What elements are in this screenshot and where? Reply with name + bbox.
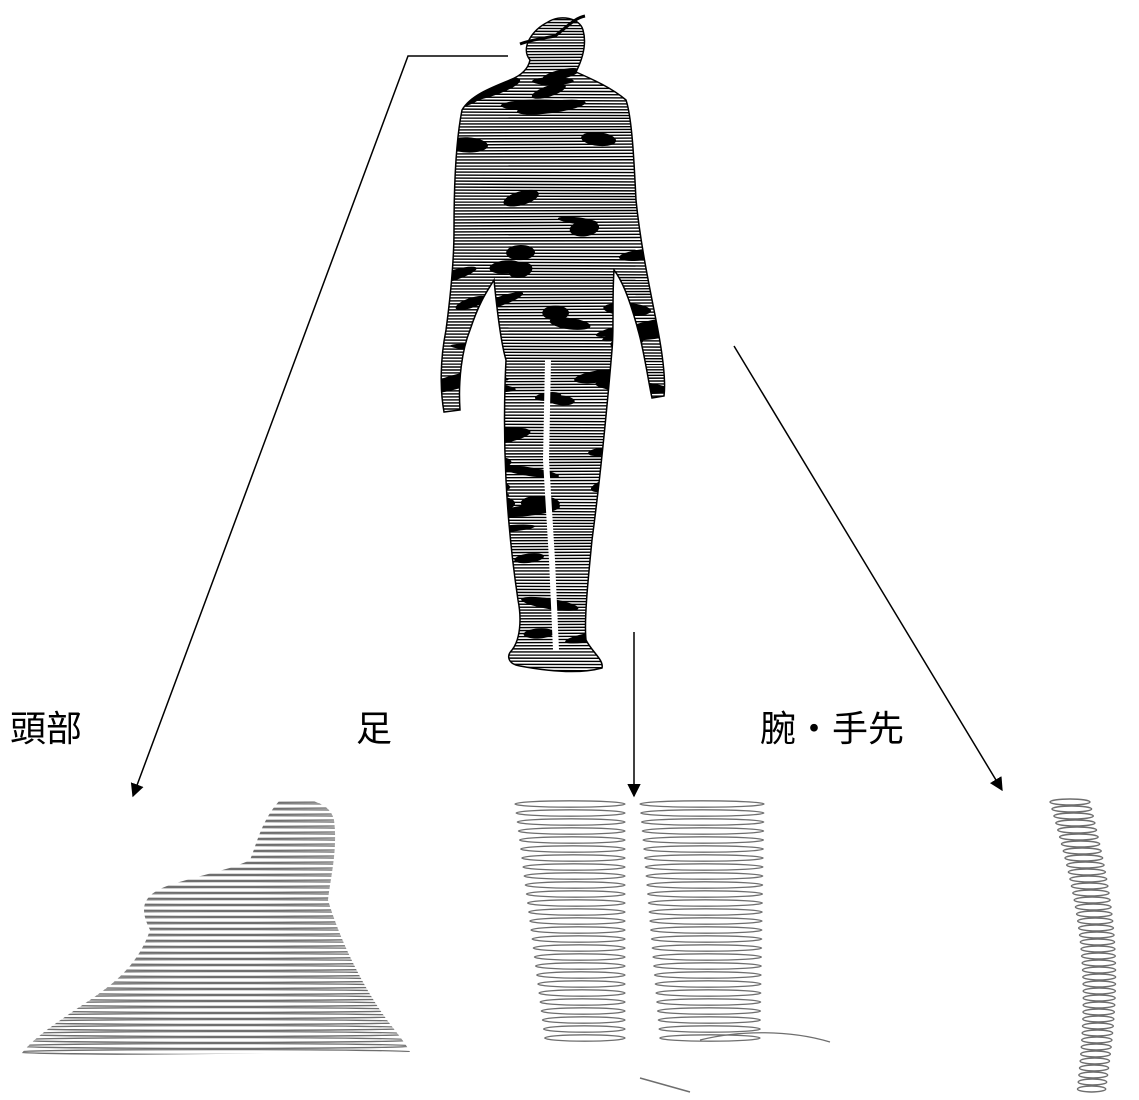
connector-lines (130, 55, 1003, 798)
label-head: 頭部 (10, 709, 83, 750)
hair-tuft (519, 14, 586, 46)
head-detail-scan (20, 798, 410, 1056)
arrow-to-head-detail (130, 55, 508, 798)
arrow-to-arm-detail (733, 345, 1003, 792)
full-body-scan (440, 14, 666, 673)
body-outline (440, 17, 666, 673)
foot-detail-scan (514, 800, 831, 1093)
leg-gap (542, 359, 559, 651)
label-arm-hand: 腕・手先 (760, 709, 905, 750)
label-foot: 足 (356, 709, 393, 750)
arm-hand-detail-scan (1049, 798, 1117, 1093)
